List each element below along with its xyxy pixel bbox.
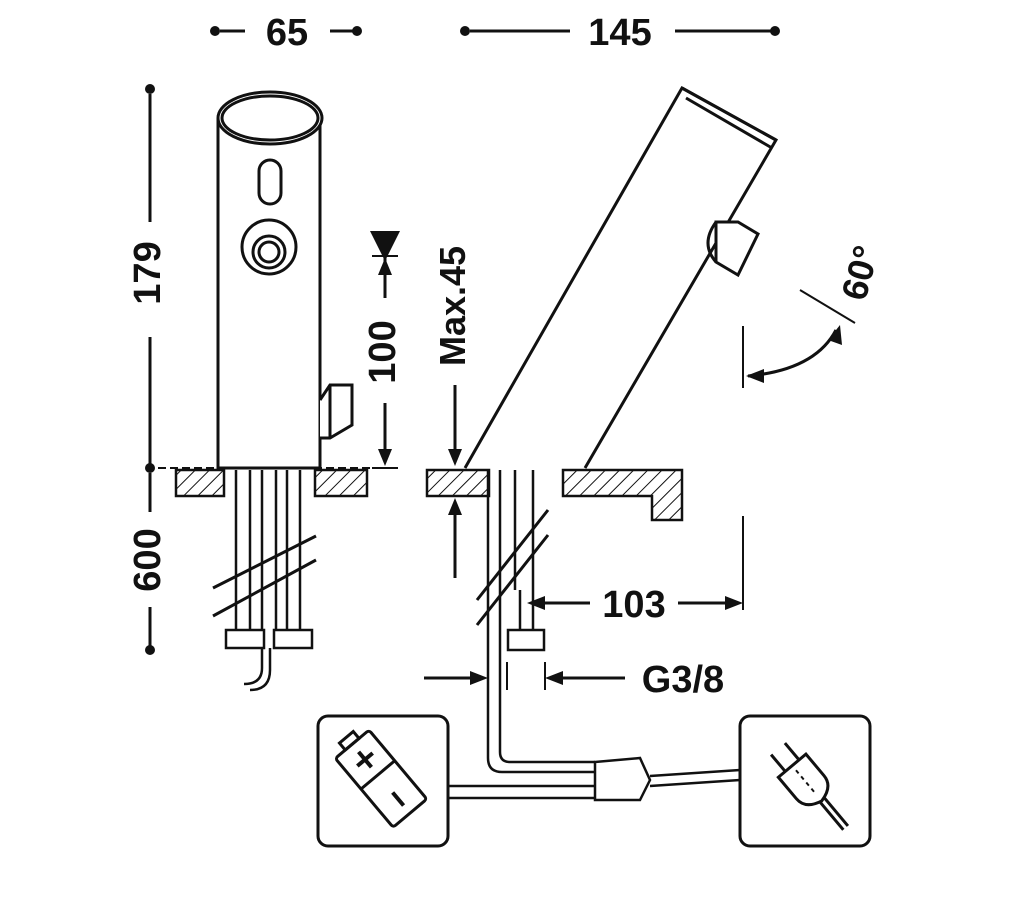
dimension-600: 600 bbox=[127, 473, 169, 655]
dimension-max45: Max.45 bbox=[432, 246, 473, 578]
dim-label-65: 65 bbox=[266, 12, 308, 54]
dim-label-g38: G3/8 bbox=[642, 659, 724, 701]
side-view-countertop bbox=[425, 468, 684, 522]
dim-label-600: 600 bbox=[127, 528, 169, 591]
power-cable bbox=[448, 756, 741, 802]
front-view-supply-pipes bbox=[212, 470, 317, 692]
front-view-faucet bbox=[216, 90, 354, 470]
dim-label-max45: Max.45 bbox=[432, 246, 473, 366]
dimension-100: 100 bbox=[362, 231, 404, 469]
dimension-angle-60: 60° bbox=[746, 241, 887, 383]
dimension-103: 103 bbox=[527, 326, 744, 626]
dim-label-145: 145 bbox=[588, 12, 651, 54]
dimension-g38: G3/8 bbox=[424, 659, 724, 701]
battery-icon bbox=[335, 729, 428, 828]
battery-box bbox=[316, 714, 450, 848]
dim-label-179: 179 bbox=[127, 241, 169, 304]
side-view-faucet bbox=[463, 85, 779, 469]
dim-label-angle: 60° bbox=[833, 241, 887, 304]
dim-label-100: 100 bbox=[362, 320, 404, 383]
power-plug-icon bbox=[769, 742, 850, 831]
front-view-countertop bbox=[174, 468, 369, 498]
dimension-179: 179 bbox=[127, 84, 169, 473]
dimension-65: 65 bbox=[210, 12, 362, 54]
dimension-145: 145 bbox=[460, 12, 780, 54]
side-view-supply-pipes bbox=[475, 470, 595, 774]
plug-box bbox=[738, 714, 872, 848]
dim-label-103: 103 bbox=[602, 584, 665, 626]
